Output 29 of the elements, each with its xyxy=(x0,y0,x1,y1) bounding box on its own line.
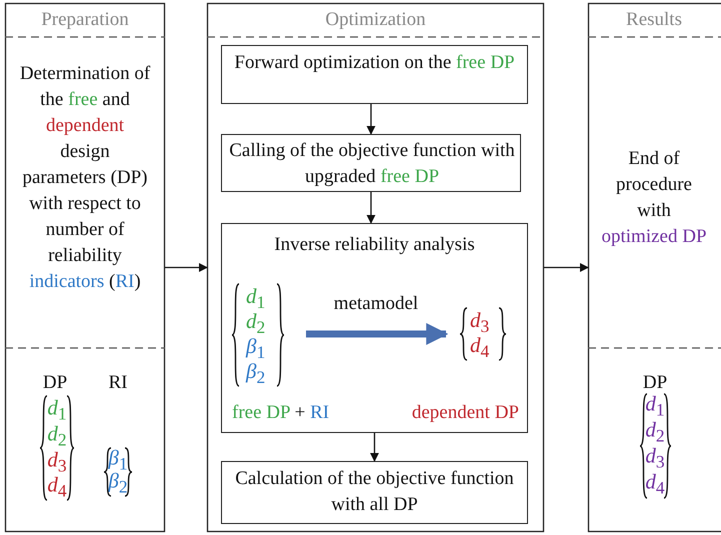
vector-heading: RI xyxy=(108,372,128,394)
vector-bracket xyxy=(230,282,286,388)
process-box xyxy=(221,223,528,433)
box-text: Inverse reliability analysis xyxy=(273,233,476,257)
vector-caption: free DP + RI xyxy=(232,401,330,425)
arrow xyxy=(544,263,589,272)
vector-bracket xyxy=(458,306,508,362)
stage-column xyxy=(207,3,544,532)
vector-caption: dependent DP xyxy=(410,401,519,425)
box-text: Calling of the objective function with upgraded free DP xyxy=(228,139,516,189)
column-heading: Optimization xyxy=(324,8,427,32)
stage-column xyxy=(588,3,721,532)
box-text: Determination of the free and dependent design parameters (DP) with respect to number of reliability indicators (RI) xyxy=(19,62,151,294)
box-text: Forward optimization on the free DP xyxy=(233,51,516,75)
column-heading: Preparation xyxy=(40,8,130,32)
block-arrow xyxy=(306,323,448,345)
process-box xyxy=(221,45,528,104)
process-box xyxy=(221,461,528,524)
box-text: Calculation of the objective function with all DP xyxy=(234,467,515,517)
vector-heading: DP xyxy=(42,372,68,394)
stage-column xyxy=(5,3,165,532)
vector-heading: DP xyxy=(642,372,668,394)
arrow xyxy=(366,192,376,224)
box-text: End of procedure with optimized DP xyxy=(600,147,708,249)
arrow xyxy=(165,263,208,272)
column-heading: Results xyxy=(625,8,683,32)
arrow xyxy=(366,104,376,135)
arrow xyxy=(370,433,379,462)
process-box xyxy=(221,134,521,192)
